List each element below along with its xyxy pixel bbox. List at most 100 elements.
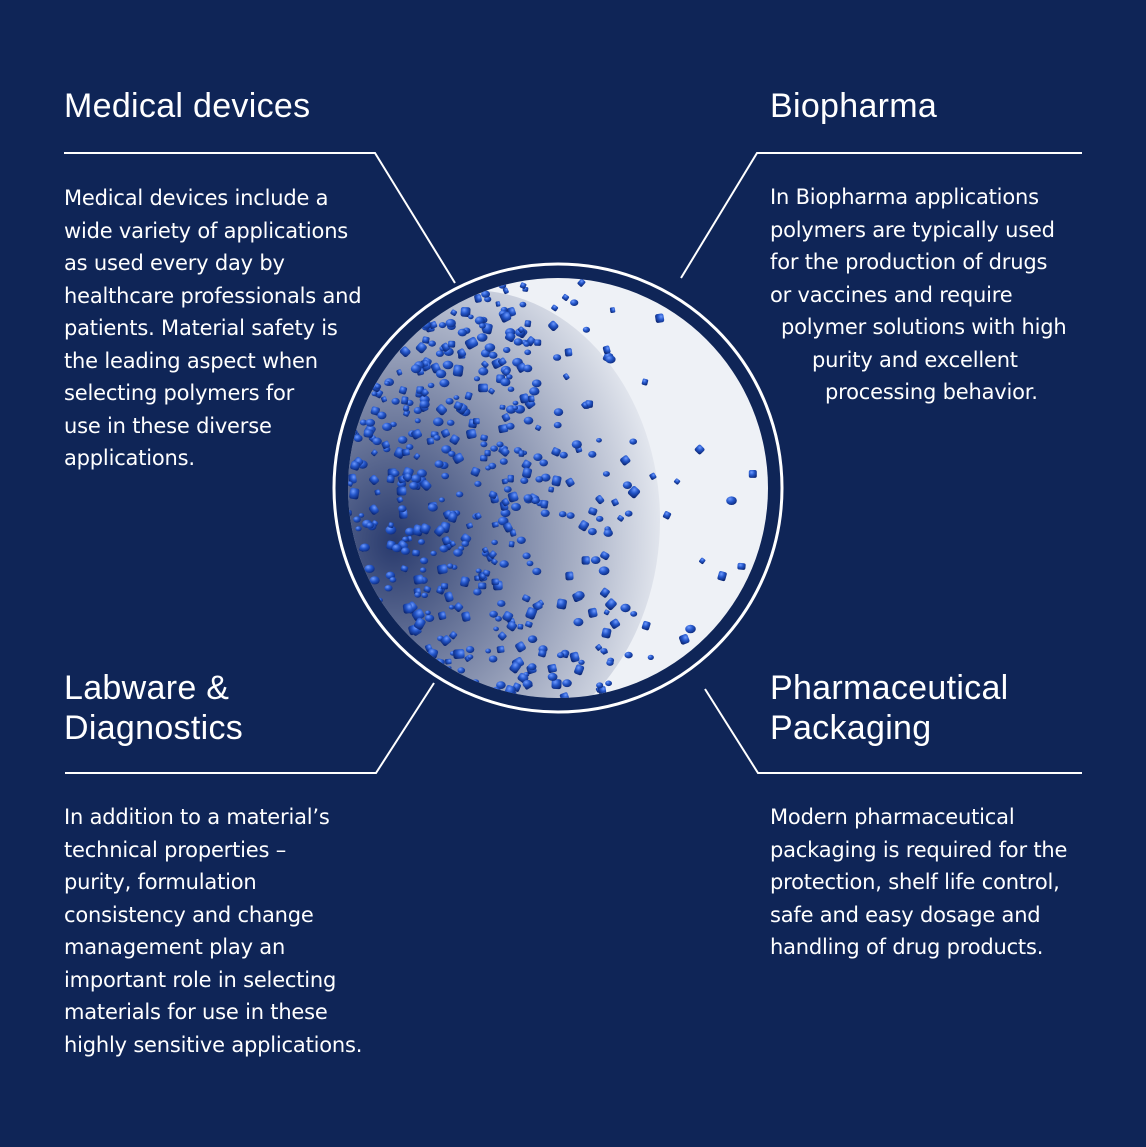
text-line: patients. Material safety is bbox=[64, 316, 338, 340]
pellet bbox=[411, 428, 423, 440]
pellet bbox=[606, 659, 614, 666]
pellet bbox=[453, 401, 463, 411]
pellet bbox=[364, 564, 375, 573]
pellet bbox=[507, 491, 519, 503]
pellet bbox=[523, 494, 533, 502]
pellet bbox=[577, 278, 586, 287]
pellet bbox=[499, 404, 506, 410]
pellet bbox=[609, 618, 621, 629]
pellet bbox=[440, 428, 450, 438]
pellet bbox=[388, 522, 394, 529]
text-line: highly sensitive applications. bbox=[64, 1032, 363, 1057]
pellet bbox=[581, 402, 588, 409]
text-line: purity, formulation bbox=[64, 870, 257, 894]
pellet bbox=[434, 525, 446, 537]
pellet bbox=[474, 575, 480, 581]
pellet bbox=[535, 476, 544, 483]
pellet bbox=[436, 564, 448, 575]
pellet bbox=[551, 678, 562, 690]
pellet bbox=[534, 339, 542, 346]
pellet bbox=[377, 411, 387, 420]
pellet bbox=[498, 357, 507, 366]
pellet bbox=[467, 654, 474, 660]
pellet bbox=[452, 364, 464, 377]
pellet bbox=[406, 444, 414, 450]
pellet bbox=[447, 563, 454, 569]
pellet bbox=[573, 618, 584, 627]
pellet bbox=[574, 664, 585, 676]
text-line: handling of drug products. bbox=[770, 935, 1044, 959]
pellet bbox=[493, 626, 499, 632]
pellet bbox=[627, 486, 641, 499]
pellet bbox=[444, 658, 452, 665]
pellet bbox=[533, 453, 543, 462]
pellet bbox=[574, 591, 585, 600]
pellet bbox=[512, 405, 519, 411]
pellet bbox=[528, 635, 537, 643]
pellet bbox=[371, 391, 378, 397]
pellet bbox=[446, 419, 455, 426]
pellet bbox=[605, 680, 612, 687]
pellet bbox=[498, 424, 509, 434]
pellet bbox=[453, 395, 460, 400]
pellet bbox=[420, 557, 429, 565]
pellet bbox=[507, 386, 515, 392]
pellet bbox=[423, 585, 432, 593]
pellet bbox=[485, 648, 492, 654]
text-line: selecting polymers for bbox=[64, 381, 295, 405]
pellet bbox=[348, 481, 353, 487]
pellet bbox=[461, 611, 471, 622]
pellet bbox=[389, 577, 397, 583]
pellet bbox=[427, 382, 435, 389]
pellet bbox=[488, 655, 498, 663]
pellet bbox=[551, 475, 562, 487]
heading-medical-devices: Medical devices bbox=[64, 87, 311, 125]
pellet bbox=[503, 522, 513, 533]
text-line: materials for use in these bbox=[64, 1000, 328, 1024]
text-line: applications. bbox=[64, 446, 195, 470]
pellet bbox=[350, 460, 361, 471]
pellet bbox=[457, 328, 468, 337]
pellet bbox=[596, 438, 602, 443]
pellet bbox=[380, 396, 388, 403]
pellet bbox=[501, 413, 511, 422]
pellet bbox=[565, 571, 574, 581]
pellet bbox=[461, 540, 470, 547]
text-line: use in these diverse bbox=[64, 413, 272, 438]
pellet bbox=[448, 450, 456, 457]
pellet bbox=[386, 475, 395, 484]
pellet bbox=[603, 529, 613, 537]
pellet bbox=[396, 496, 404, 503]
pellet bbox=[464, 391, 473, 401]
pellet bbox=[571, 440, 582, 449]
pellet bbox=[588, 451, 597, 458]
pellet bbox=[439, 545, 449, 553]
pellet bbox=[502, 611, 514, 623]
pellet bbox=[508, 541, 515, 548]
text-line: processing behavior. bbox=[825, 380, 1038, 404]
pellet bbox=[551, 304, 559, 312]
pellet bbox=[413, 574, 424, 585]
pellet bbox=[717, 571, 727, 582]
pellet bbox=[655, 313, 665, 323]
pellet bbox=[524, 320, 532, 328]
pellet bbox=[596, 515, 604, 522]
pellet bbox=[480, 441, 488, 448]
pellet bbox=[726, 496, 737, 506]
pellet bbox=[479, 323, 486, 329]
pellet bbox=[472, 679, 480, 685]
pellet bbox=[506, 620, 518, 632]
pellet bbox=[522, 552, 531, 560]
pellet bbox=[609, 307, 616, 314]
pellet bbox=[502, 368, 511, 377]
pellet bbox=[481, 290, 490, 298]
text-line: In Biopharma applications bbox=[770, 185, 1039, 209]
pellet bbox=[600, 587, 610, 598]
pellet bbox=[437, 611, 447, 620]
pellet bbox=[369, 576, 380, 585]
pellet bbox=[363, 428, 374, 438]
pellet bbox=[496, 681, 506, 689]
pellet bbox=[440, 635, 452, 646]
pellet bbox=[596, 682, 604, 689]
